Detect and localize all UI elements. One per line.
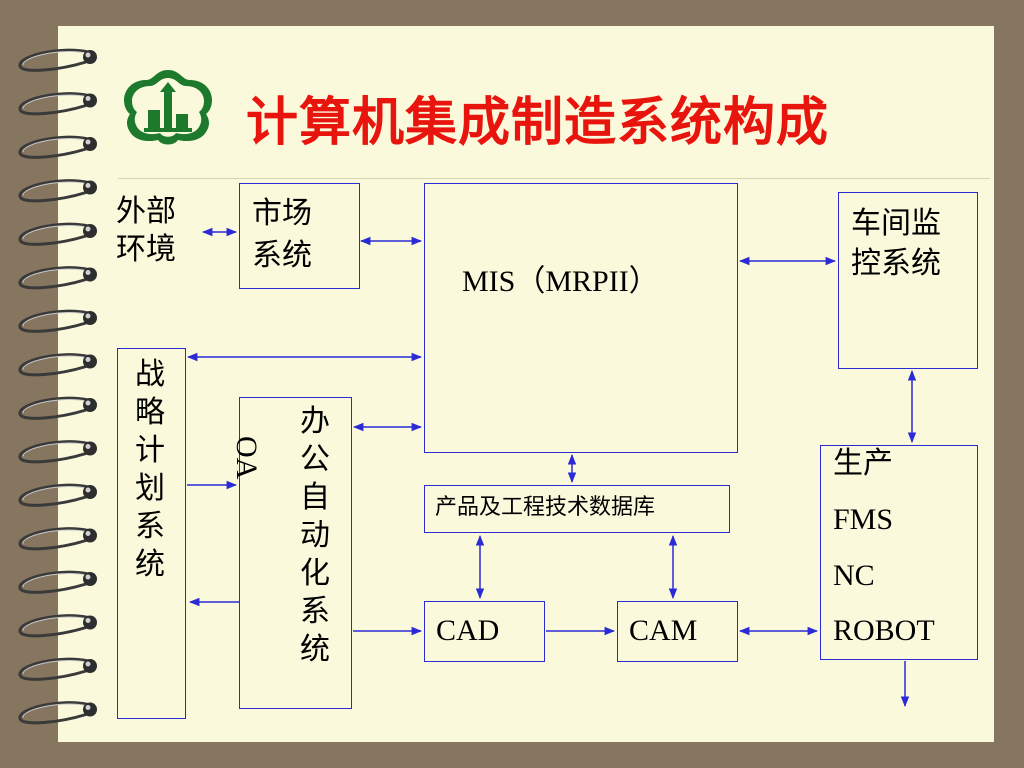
fms-label: FMS	[833, 503, 894, 536]
product-db-box	[424, 485, 730, 533]
binding-hole-shine	[85, 531, 91, 536]
binding-ring	[18, 483, 89, 507]
binding-ring-highlight	[22, 312, 87, 327]
binding-ring-highlight	[22, 94, 87, 109]
binding-ring	[18, 614, 89, 638]
binding-ring	[18, 440, 89, 464]
nc-label: NC	[833, 559, 875, 592]
product-db-label: 产品及工程技术数据库	[435, 495, 656, 520]
office-automation-box	[239, 397, 352, 709]
binding-ring-highlight	[22, 442, 87, 457]
binding-ring	[18, 48, 89, 72]
cam-box	[617, 601, 738, 662]
binding-hole-shine	[85, 618, 91, 623]
binding-ring-highlight	[22, 268, 87, 283]
binding-hole-shine	[85, 357, 91, 362]
cad-label: CAD	[436, 614, 500, 647]
cam-label: CAM	[629, 614, 698, 647]
binding-hole-shine	[85, 270, 91, 275]
binding-hole-shine	[85, 400, 91, 406]
binding-ring	[18, 353, 89, 377]
binding-hole-shine	[85, 705, 91, 710]
binding-ring	[18, 92, 89, 116]
binding-ring	[18, 222, 89, 246]
workshop-monitor-label: 车间监 控系统	[851, 206, 941, 281]
binding-hole-shine	[85, 52, 91, 58]
binding-ring	[18, 527, 89, 551]
spiral-binding	[18, 48, 97, 725]
production-box	[820, 445, 978, 660]
strategic-plan-box	[117, 348, 186, 719]
workshop-monitor-box	[838, 192, 978, 369]
binding-ring	[18, 135, 89, 159]
binding-ring	[18, 701, 89, 725]
binding-hole-shine	[85, 139, 91, 145]
binding-ring-highlight	[22, 181, 87, 196]
binding-hole-shine	[85, 226, 91, 232]
binding-ring-highlight	[22, 486, 87, 501]
binding-ring-highlight	[22, 573, 87, 588]
binding-ring-highlight	[22, 616, 87, 631]
binding-hole-shine	[85, 574, 91, 580]
page-title: 计算机集成制造系统构成	[246, 93, 830, 153]
production-label: 生产	[833, 446, 893, 481]
binding-ring	[18, 266, 89, 290]
binding-ring	[18, 657, 89, 681]
market-system-label: 市场 系统	[252, 196, 312, 273]
binding-ring	[18, 396, 89, 420]
binding-hole-shine	[85, 183, 91, 188]
binding-ring-highlight	[22, 660, 87, 675]
binding-hole-shine	[85, 444, 91, 449]
binding-ring	[18, 179, 89, 203]
university-logo-icon	[124, 70, 212, 145]
binding-ring-highlight	[22, 225, 87, 240]
binding-ring-highlight	[22, 51, 87, 66]
binding-hole-shine	[85, 661, 91, 667]
binding-ring	[18, 570, 89, 594]
title-divider	[118, 178, 990, 179]
binding-ring-highlight	[22, 399, 87, 414]
binding-hole-shine	[85, 487, 91, 493]
cad-box	[424, 601, 545, 662]
market-system-box	[239, 183, 360, 289]
slide-page	[58, 26, 994, 742]
binding-hole-shine	[85, 313, 91, 319]
mis-label: MIS（MRPII）	[462, 265, 659, 298]
office-automation-label: 办公自动化系统	[300, 404, 330, 667]
binding-ring-highlight	[22, 529, 87, 544]
binding-hole-shine	[85, 96, 91, 101]
binding-ring-highlight	[22, 355, 87, 370]
mis-box	[424, 183, 738, 453]
binding-ring-highlight	[22, 138, 87, 153]
robot-label: ROBOT	[833, 614, 935, 647]
binding-ring-highlight	[22, 703, 87, 718]
external-env-label: 外部 环境	[116, 194, 176, 267]
strategic-plan-label: 战略计划系统	[135, 357, 165, 582]
binding-ring	[18, 309, 89, 333]
